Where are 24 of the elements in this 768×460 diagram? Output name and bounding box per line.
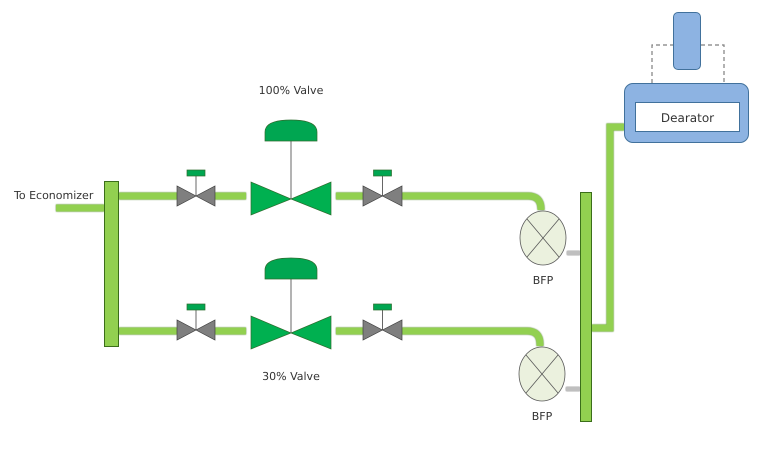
- dashed-line: [651, 44, 673, 83]
- pipe: [119, 328, 177, 334]
- pipe: [215, 192, 246, 200]
- pipe: [402, 328, 544, 348]
- pipe: [402, 192, 544, 212]
- valve-label: 30% Valve: [262, 370, 320, 383]
- pipe: [566, 387, 580, 391]
- pump-label: BFP: [532, 410, 552, 423]
- pump-label: BFP: [532, 274, 554, 287]
- header-pipe: [104, 181, 119, 347]
- pipe: [592, 124, 624, 332]
- pipe: [56, 204, 104, 212]
- valve-label: 100% Valve: [258, 84, 324, 97]
- pipe-label: To Economizer: [14, 189, 94, 202]
- pipe: [119, 192, 177, 200]
- pipe: [215, 328, 246, 334]
- tank-label: Dearator: [635, 102, 740, 132]
- pipe: [336, 328, 363, 334]
- pipe: [567, 251, 580, 255]
- vent-vessel: [673, 12, 701, 70]
- pipe: [336, 192, 363, 200]
- deaerator-tank: [624, 83, 749, 143]
- header-pipe: [580, 192, 592, 422]
- dashed-line: [701, 44, 725, 83]
